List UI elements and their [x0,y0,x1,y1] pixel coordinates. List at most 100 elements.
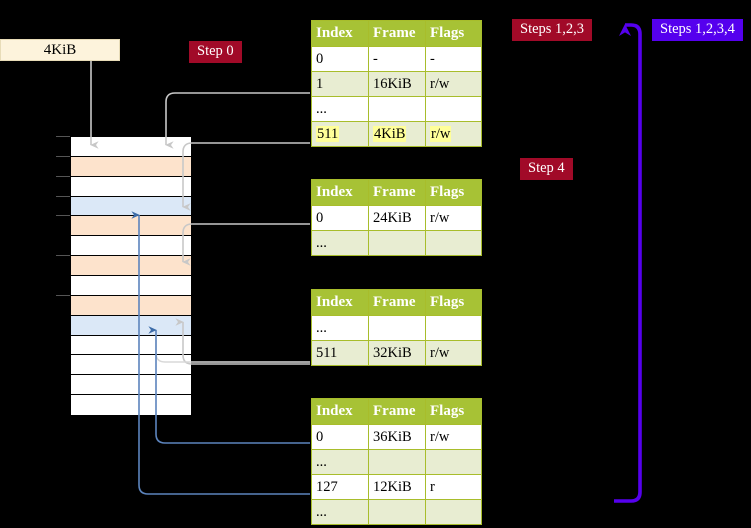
col-frame: Frame [368,20,426,47]
kib-box-label: 4KiB [43,42,77,58]
table-level-3: Index Frame Flags 0 24KiB r/w ... [311,179,482,256]
table-row: ... [311,315,482,341]
cell-frame: 12KiB [368,474,426,500]
table-row: 1 16KiB r/w [311,71,482,97]
cell-frame [368,449,426,475]
col-index: Index [311,20,369,47]
memory-frame-tick [56,195,70,197]
virtual-page-4kib-box: 4KiB [0,39,120,61]
memory-frame-row [71,236,191,257]
cell-index: ... [311,230,369,256]
table-level-1: Index Frame Flags 0 36KiB r/w ... 127 12… [311,398,482,525]
table-row: ... [311,230,482,256]
table-header-row: Index Frame Flags [311,398,482,425]
cell-frame [368,315,426,341]
cell-frame: 32KiB [368,340,426,366]
table-row: 0 24KiB r/w [311,205,482,231]
memory-frame-row [71,196,191,217]
cell-frame: 16KiB [368,71,426,97]
cell-index: 0 [311,205,369,231]
col-flags: Flags [425,179,482,206]
table-row: ... [311,449,482,475]
steps-1234-badge: Steps 1,2,3,4 [652,19,743,41]
cell-flags: r/w [425,121,482,147]
table-level-2: Index Frame Flags ... 511 32KiB r/w [311,289,482,366]
cell-frame-text: 4KiB [373,125,407,142]
memory-frame-tick [56,136,70,137]
memory-frame-row [71,256,191,276]
step-4-label: Step 4 [528,160,565,176]
table-row: ... [311,499,482,525]
table-header-row: Index Frame Flags [311,179,482,206]
cell-flags: r [425,474,482,500]
memory-frame-tick [56,255,70,257]
col-frame: Frame [368,289,426,316]
cell-flags: r/w [425,205,482,231]
col-frame: Frame [368,179,426,206]
cell-frame [368,230,426,256]
table-body: 0 36KiB r/w ... 127 12KiB r ... [311,424,482,525]
memory-frame-row [71,355,191,376]
cell-flags [425,96,482,122]
table-level-4: Index Frame Flags 0 - - 1 16KiB r/w ... … [311,20,482,147]
wire-level2-511-to-level1 [175,318,310,365]
cell-frame: 24KiB [368,205,426,231]
table-body: 0 - - 1 16KiB r/w ... 511 4KiB r/w [311,46,482,147]
step-0-label: Step 0 [197,43,234,59]
steps-1234-label: Steps 1,2,3,4 [660,21,735,37]
memory-frame-row [71,375,191,396]
wire-translation-loop [614,23,642,503]
cell-index: 511 [311,121,369,147]
memory-frame-row [71,216,191,237]
cell-flags [425,499,482,525]
cell-frame [368,499,426,525]
col-flags: Flags [425,20,482,47]
memory-frame-row [71,395,191,415]
cell-frame: 4KiB [368,121,426,147]
table-body: 0 24KiB r/w ... [311,205,482,256]
table-row-highlighted: 511 4KiB r/w [311,121,482,147]
steps-123-badge: Steps 1,2,3 [512,19,593,41]
memory-frame-tick [56,155,70,157]
cell-index: 127 [311,474,369,500]
memory-frame-row [71,315,191,336]
memory-frame-row [71,156,191,177]
col-frame: Frame [368,398,426,425]
memory-frame-tick [56,215,70,217]
table-header-row: Index Frame Flags [311,289,482,316]
cell-index-text: 511 [316,125,340,142]
cell-flags: - [425,46,482,72]
cell-flags: r/w [425,340,482,366]
wire-level3-0-to-level2 [182,223,310,266]
table-body: ... 511 32KiB r/w [311,315,482,366]
cell-index: 1 [311,71,369,97]
cell-index: ... [311,499,369,525]
cell-flags [425,449,482,475]
cell-index: 511 [311,340,369,366]
physical-memory-block [70,136,191,415]
memory-frame-row [71,176,191,197]
table-header-row: Index Frame Flags [311,20,482,47]
memory-frame-row [71,295,191,316]
memory-frame-row [71,137,191,157]
cell-flags [425,315,482,341]
table-row: ... [311,96,482,122]
col-flags: Flags [425,398,482,425]
col-index: Index [311,289,369,316]
cell-flags: r/w [425,71,482,97]
table-row: 0 36KiB r/w [311,424,482,450]
cell-index: ... [311,449,369,475]
cell-flags [425,230,482,256]
cell-frame: - [368,46,426,72]
cell-flags: r/w [425,424,482,450]
table-row: 127 12KiB r [311,474,482,500]
col-index: Index [311,398,369,425]
memory-frame-tick [56,175,70,177]
col-index: Index [311,179,369,206]
table-row: 0 - - [311,46,482,72]
cell-index: 0 [311,46,369,72]
cell-index: ... [311,315,369,341]
table-row: 511 32KiB r/w [311,340,482,366]
cell-frame: 36KiB [368,424,426,450]
